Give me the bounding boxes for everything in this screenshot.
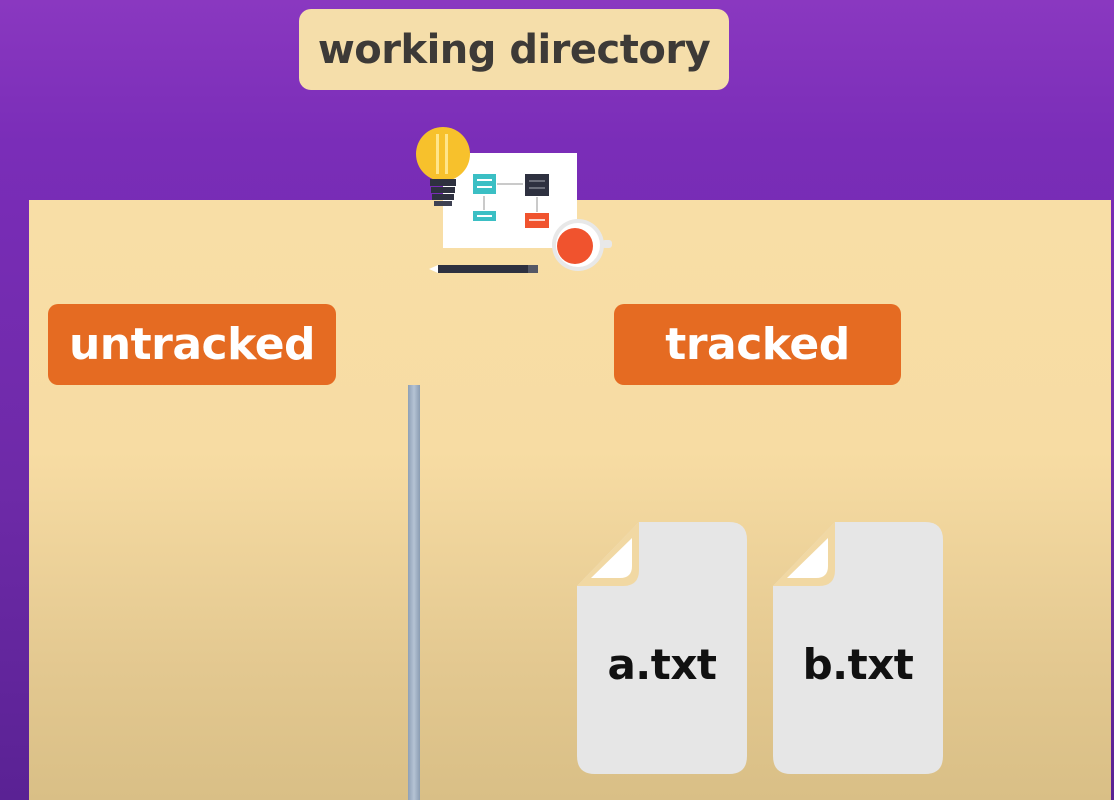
- tracked-label: tracked: [614, 304, 901, 385]
- untracked-label: untracked: [48, 304, 336, 385]
- file-icon-b: b.txt: [773, 522, 943, 774]
- pencil-icon: [429, 265, 538, 273]
- section-divider: [408, 385, 420, 800]
- file-name-b: b.txt: [802, 640, 914, 689]
- flowchart-icon: [443, 153, 577, 248]
- page-title: working directory: [299, 9, 729, 90]
- planning-illustration: [412, 124, 617, 279]
- file-icon-a: a.txt: [577, 522, 747, 774]
- working-directory-panel: [29, 200, 1111, 800]
- lightbulb-icon: [416, 127, 470, 206]
- coffee-cup-icon: [552, 219, 612, 271]
- file-name-a: a.txt: [607, 640, 717, 689]
